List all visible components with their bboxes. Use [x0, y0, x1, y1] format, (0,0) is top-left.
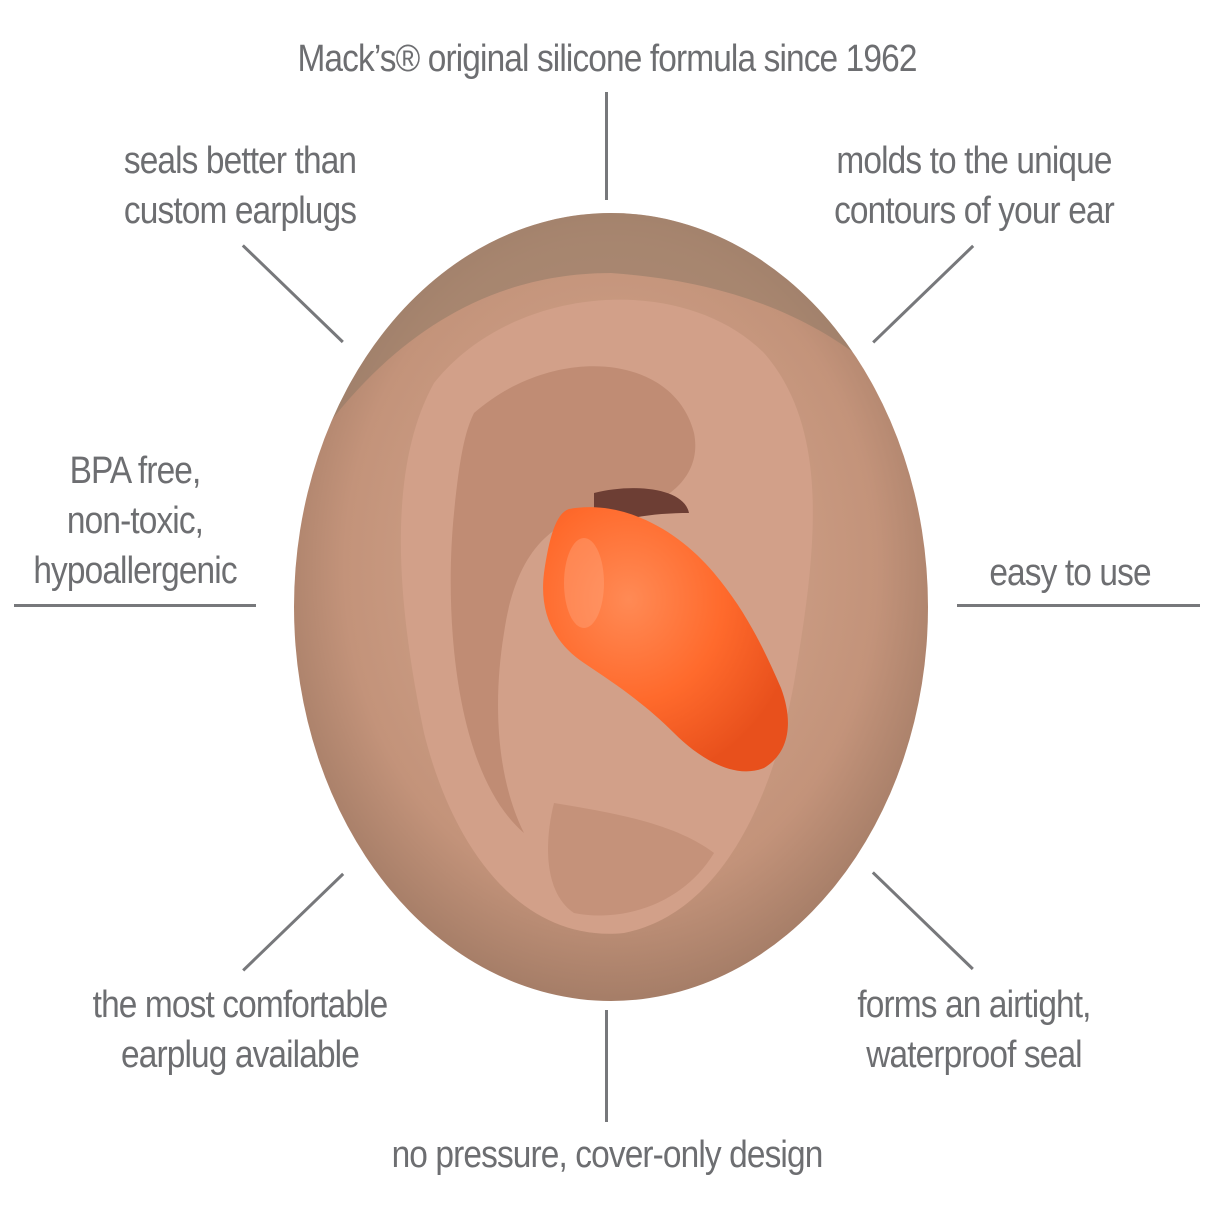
feature-top-right: molds to the unique contours of your ear [798, 136, 1150, 236]
connector-mid-right [957, 604, 1200, 607]
feature-bottom-right: forms an airtight, waterproof seal [798, 980, 1150, 1080]
feature-mid-right: easy to use [964, 548, 1175, 598]
feature-bottom-left-line1: the most comfortable [92, 984, 389, 1026]
feature-mid-left-line2: non-toxic, [66, 500, 204, 542]
connector-bottom [605, 1010, 608, 1122]
feature-bottom-right-line2: waterproof seal [866, 1034, 1082, 1076]
feature-top-right-line2: contours of your ear [834, 190, 1115, 232]
feature-top-text: Mack’s® original silicone formula since … [297, 38, 917, 80]
feature-bottom-right-line1: forms an airtight, [857, 984, 1091, 1026]
feature-top-left: seals better than custom earplugs [64, 136, 416, 236]
feature-bottom: no pressure, cover-only design [299, 1130, 915, 1180]
feature-mid-left: BPA free, non-toxic, hypoallergenic [16, 446, 254, 596]
connector-mid-left [14, 604, 256, 607]
feature-mid-left-line3: hypoallergenic [33, 550, 237, 592]
feature-bottom-left: the most comfortable earplug available [64, 980, 416, 1080]
feature-mid-left-line1: BPA free, [69, 450, 202, 492]
feature-top-left-line2: custom earplugs [123, 190, 357, 232]
feature-top: Mack’s® original silicone formula since … [255, 34, 959, 84]
feature-bottom-left-line2: earplug available [121, 1034, 360, 1076]
feature-bottom-text: no pressure, cover-only design [391, 1134, 824, 1176]
feature-top-right-line1: molds to the unique [836, 140, 1112, 182]
feature-top-left-line1: seals better than [123, 140, 357, 182]
ear-with-earplug-photo [294, 213, 928, 1001]
earplug-shape [543, 507, 788, 772]
feature-mid-right-text: easy to use [989, 552, 1151, 594]
connector-top [605, 92, 608, 200]
